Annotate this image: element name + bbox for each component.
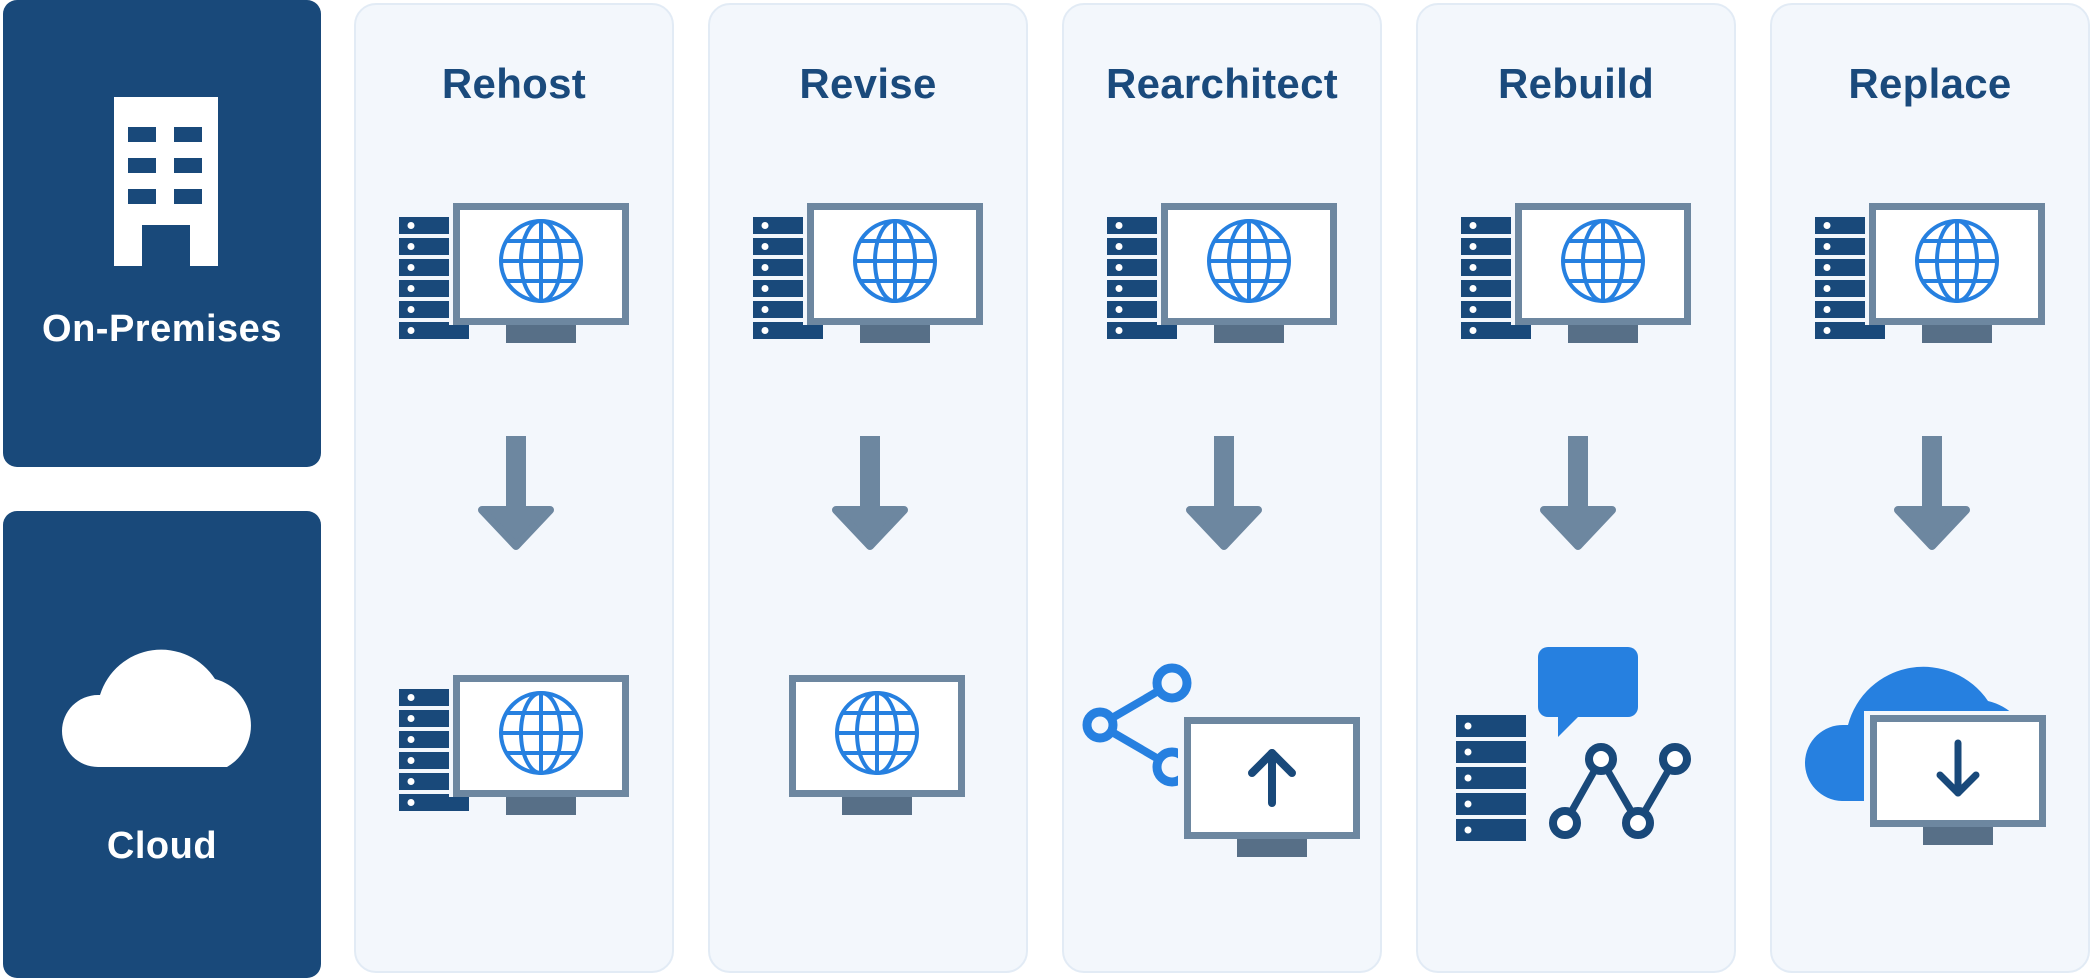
arrow-down-icon bbox=[1892, 436, 1972, 558]
server-with-monitor-icon bbox=[751, 199, 991, 350]
on-premises-label: On-Premises bbox=[42, 308, 282, 350]
arrow-down-icon bbox=[476, 436, 556, 558]
cloud-icon bbox=[62, 649, 251, 767]
arrow-down-icon bbox=[830, 436, 910, 558]
server-with-monitor-icon bbox=[1813, 199, 2053, 350]
strategy-title: Rearchitect bbox=[1105, 60, 1339, 107]
arrow-down-icon bbox=[1184, 436, 1264, 558]
strategy-column-rehost: Rehost bbox=[354, 3, 674, 973]
server-with-monitor-icon bbox=[397, 199, 637, 350]
strategy-column-revise: Revise bbox=[708, 3, 1028, 973]
cloud-monitor-download-icon bbox=[1802, 649, 2062, 854]
server-with-monitor-icon bbox=[1459, 199, 1699, 350]
strategy-title: Replace bbox=[1848, 60, 2012, 107]
strategy-title: Rehost bbox=[441, 60, 587, 107]
cloud-label: Cloud bbox=[106, 825, 218, 867]
monitor-globe-icon bbox=[787, 671, 967, 822]
arrow-down-icon bbox=[1538, 436, 1618, 558]
server-with-monitor-icon bbox=[397, 671, 637, 822]
strategy-column-replace: Replace bbox=[1770, 3, 2090, 973]
on-premises-panel: On-Premises bbox=[3, 0, 321, 467]
server-with-monitor-icon bbox=[1105, 199, 1345, 350]
strategy-title: Revise bbox=[799, 60, 937, 107]
strategy-column-rearchitect: Rearchitect bbox=[1062, 3, 1382, 973]
server-chat-network-icon bbox=[1454, 643, 1704, 848]
cloud-panel: Cloud bbox=[3, 511, 321, 978]
office-building-icon bbox=[114, 97, 218, 266]
strategy-title: Rebuild bbox=[1497, 60, 1655, 107]
strategy-column-rebuild: Rebuild bbox=[1416, 3, 1736, 973]
share-monitor-upload-icon bbox=[1080, 657, 1370, 862]
